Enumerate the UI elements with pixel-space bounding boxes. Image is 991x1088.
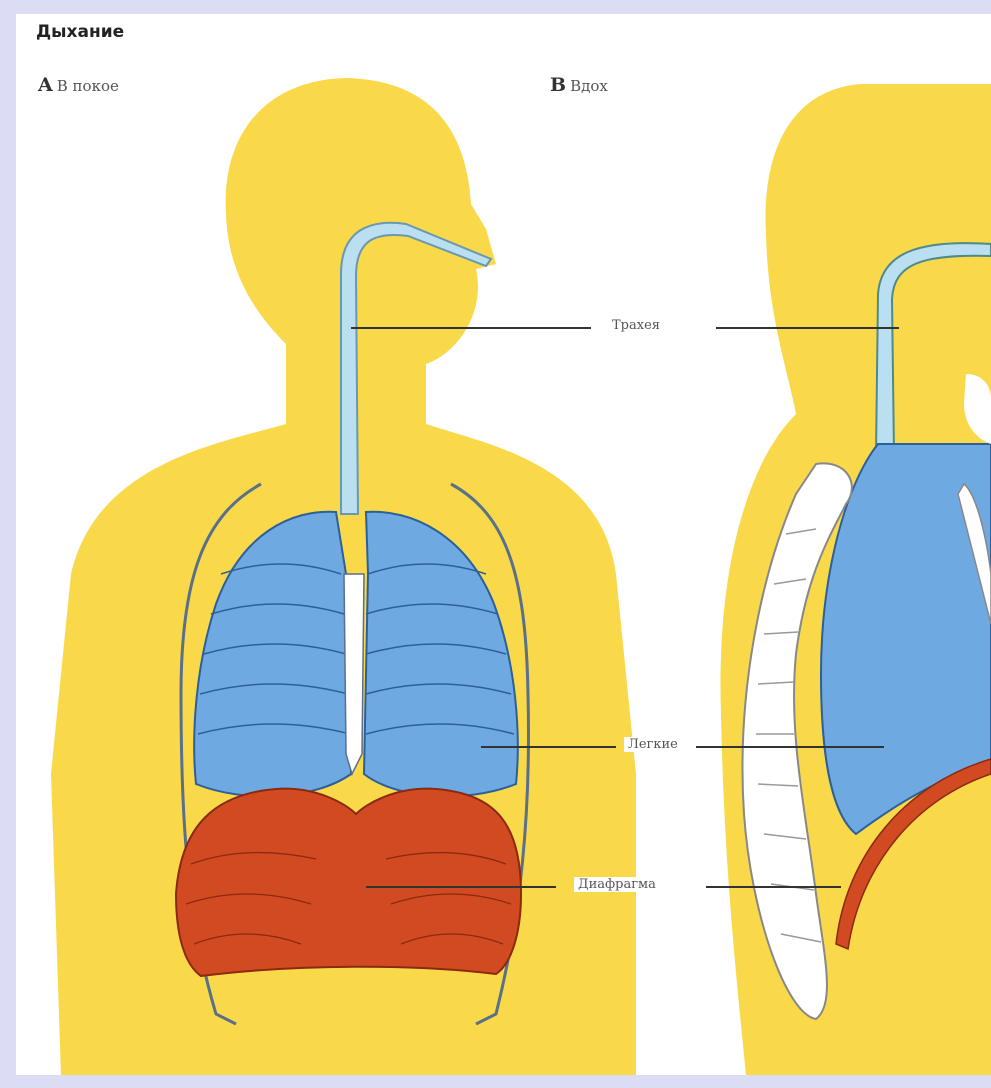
diaphragm-front — [176, 789, 521, 976]
sternum — [344, 574, 364, 774]
diaphragm-label: Диафрагма — [574, 877, 660, 892]
respiration-illustration — [16, 14, 991, 1075]
trachea-label: Трахея — [608, 318, 664, 333]
lungs-label: Легкие — [624, 737, 682, 752]
